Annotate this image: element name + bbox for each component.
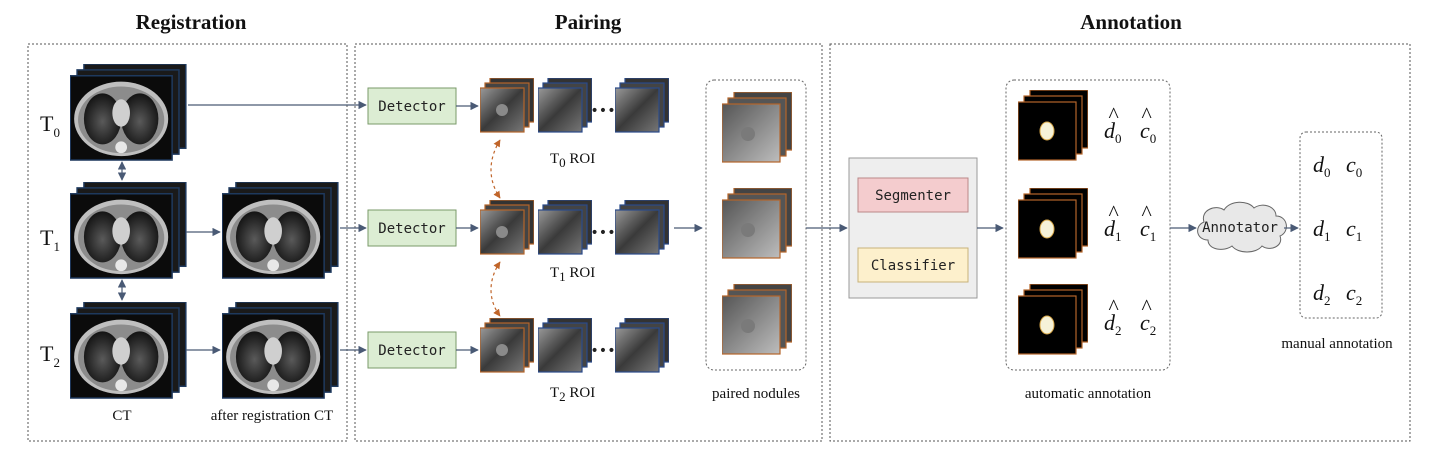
paired-nodule-t1 bbox=[722, 188, 792, 259]
svg-text:c0: c0 bbox=[1140, 118, 1156, 146]
svg-text:c1: c1 bbox=[1346, 216, 1362, 244]
ellipsis: ••• bbox=[590, 225, 615, 241]
svg-text:d0: d0 bbox=[1104, 118, 1122, 146]
detector-box-t2: Detector bbox=[367, 331, 457, 369]
manual-values-t0: d0 c0 bbox=[1313, 152, 1362, 180]
pairing-link-t0-t1 bbox=[490, 139, 501, 199]
detector-label: Detector bbox=[378, 99, 445, 115]
svg-text:d2: d2 bbox=[1104, 310, 1122, 338]
roi-t1 bbox=[615, 200, 669, 255]
segmenter-label: Segmenter bbox=[875, 188, 951, 204]
roi-caption-t0: T0 ROI bbox=[550, 151, 595, 170]
auto-values-t1: d1 ^ c1 ^ bbox=[1104, 200, 1156, 244]
pairing-panel bbox=[354, 43, 823, 442]
roi-t1-paired bbox=[480, 200, 534, 255]
roi-caption-t1: T1 ROI bbox=[550, 265, 595, 284]
annotator-cloud: Annotator bbox=[1197, 201, 1287, 253]
ct-scan-t2 bbox=[70, 302, 187, 399]
svg-text:^: ^ bbox=[1108, 200, 1119, 225]
roi-t0 bbox=[538, 78, 592, 133]
detector-box-t1: Detector bbox=[367, 209, 457, 247]
roi-t1 bbox=[538, 200, 592, 255]
roi-t2-paired bbox=[480, 318, 534, 373]
auto-values-t0: d0 ^ c0 ^ bbox=[1104, 102, 1156, 146]
paired-nodules-caption: paired nodules bbox=[712, 386, 800, 402]
paired-nodule-t0 bbox=[722, 92, 792, 163]
section-title-annotation: Annotation bbox=[1080, 10, 1182, 34]
t1-label: T1 bbox=[40, 225, 60, 254]
manual-values-t1: d1 c1 bbox=[1313, 216, 1362, 244]
detector-label: Detector bbox=[378, 343, 445, 359]
after-registration-caption: after registration CT bbox=[211, 408, 333, 424]
roi-t2 bbox=[538, 318, 592, 373]
detector-label: Detector bbox=[378, 221, 445, 237]
svg-text:^: ^ bbox=[1141, 294, 1152, 319]
paired-nodules-group bbox=[705, 79, 807, 371]
roi-t0-paired bbox=[480, 78, 534, 133]
paired-nodule-t2 bbox=[722, 284, 792, 355]
registered-ct-t2 bbox=[222, 302, 339, 399]
segmentation-mask-t0 bbox=[1018, 90, 1088, 161]
svg-text:^: ^ bbox=[1141, 102, 1152, 127]
manual-values-t2: d2 c2 bbox=[1313, 280, 1362, 308]
roi-t0 bbox=[615, 78, 669, 133]
pairing-link-t1-t2 bbox=[490, 261, 501, 317]
svg-text:d1: d1 bbox=[1104, 216, 1122, 244]
svg-text:d0: d0 bbox=[1313, 152, 1331, 180]
manual-annotation-group bbox=[1299, 131, 1383, 319]
segmenter-box: Segmenter bbox=[857, 177, 969, 213]
svg-text:d1: d1 bbox=[1313, 216, 1331, 244]
t0-label: T0 bbox=[40, 111, 60, 140]
section-title-pairing: Pairing bbox=[555, 10, 622, 34]
annotator-label: Annotator bbox=[1202, 220, 1278, 236]
svg-text:^: ^ bbox=[1108, 102, 1119, 127]
svg-text:c2: c2 bbox=[1140, 310, 1156, 338]
t2-label: T2 bbox=[40, 341, 60, 370]
svg-text:c0: c0 bbox=[1346, 152, 1362, 180]
ct-scan-t0 bbox=[70, 64, 187, 161]
automatic-annotation-group bbox=[1005, 79, 1171, 371]
auto-values-t2: d2 ^ c2 ^ bbox=[1104, 294, 1156, 338]
svg-text:c2: c2 bbox=[1346, 280, 1362, 308]
classifier-label: Classifier bbox=[871, 258, 955, 274]
svg-text:^: ^ bbox=[1108, 294, 1119, 319]
ct-caption: CT bbox=[112, 408, 131, 424]
detector-box-t0: Detector bbox=[367, 87, 457, 125]
registered-ct-t1 bbox=[222, 182, 339, 279]
segmentation-mask-t2 bbox=[1018, 284, 1088, 355]
section-title-registration: Registration bbox=[136, 10, 247, 34]
ct-scan-t1 bbox=[70, 182, 187, 279]
ellipsis: ••• bbox=[590, 343, 615, 359]
annotation-panel bbox=[829, 43, 1411, 442]
svg-text:^: ^ bbox=[1141, 200, 1152, 225]
svg-text:c1: c1 bbox=[1140, 216, 1156, 244]
registration-panel bbox=[27, 43, 348, 442]
automatic-annotation-caption: automatic annotation bbox=[1025, 386, 1152, 402]
segmentation-mask-t1 bbox=[1018, 188, 1088, 259]
svg-text:d2: d2 bbox=[1313, 280, 1331, 308]
classifier-box: Classifier bbox=[857, 247, 969, 283]
roi-t2 bbox=[615, 318, 669, 373]
roi-caption-t2: T2 ROI bbox=[550, 385, 595, 404]
manual-annotation-caption: manual annotation bbox=[1281, 336, 1393, 352]
ellipsis: ••• bbox=[590, 103, 615, 119]
